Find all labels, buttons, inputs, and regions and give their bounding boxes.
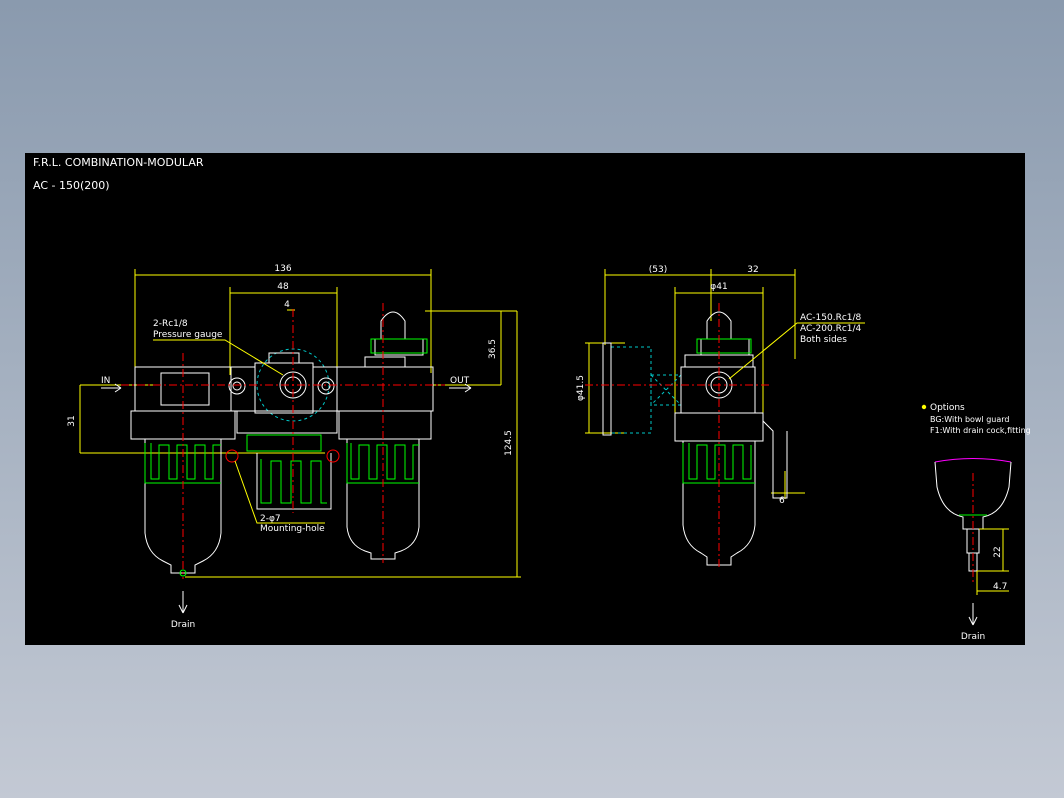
side-view: (53) 32 φ41 φ41.5 6 xyxy=(576,265,865,569)
port-out-label: OUT xyxy=(450,376,470,386)
mount-hole-label: 2-φ7 xyxy=(260,514,281,524)
bowl-cap-line xyxy=(934,458,1012,463)
front-dimension-lines xyxy=(79,269,521,578)
side-port-note-3: Both sides xyxy=(800,335,847,345)
drawing-title: F.R.L. COMBINATION-MODULAR xyxy=(33,156,204,169)
option-drain-arrow-icon xyxy=(968,603,978,626)
cad-drawing: F.R.L. COMBINATION-MODULAR AC - 150(200)… xyxy=(33,156,1031,642)
mount-leader xyxy=(234,460,325,524)
side-dim-bracket: 6 xyxy=(779,496,785,506)
option-dimension-lines xyxy=(976,528,1009,595)
drain-label: Drain xyxy=(171,620,195,630)
gauge-port-desc: Pressure gauge xyxy=(153,330,223,340)
dim-height-inlet: 31 xyxy=(67,415,77,426)
side-port-note-2: AC-200.Rc1/4 xyxy=(800,324,862,334)
side-body-outline xyxy=(602,311,788,566)
front-body-outline xyxy=(130,311,434,574)
front-bowl-fins xyxy=(144,338,428,504)
dim-width-regulator: 48 xyxy=(277,282,289,292)
front-center-lines xyxy=(121,303,445,579)
out-arrow-icon xyxy=(449,383,472,393)
option-dim-height: 22 xyxy=(993,546,1003,557)
side-port-leader xyxy=(728,322,865,380)
side-port-note-1: AC-150.Rc1/8 xyxy=(800,313,862,323)
dim-height-top: 36.5 xyxy=(488,339,498,359)
side-gauge-outline xyxy=(610,346,682,434)
side-center-lines xyxy=(585,303,769,569)
drain-fitting xyxy=(179,569,187,577)
model-label: AC - 150(200) xyxy=(33,179,110,192)
mount-hole-desc: Mounting-hole xyxy=(260,524,325,534)
dim-gauge-offset: 4 xyxy=(284,300,290,310)
drain-arrow-icon xyxy=(178,591,188,614)
options-f1: F1:With drain cock,fitting xyxy=(930,426,1031,435)
gauge-port-label: 2-Rc1/8 xyxy=(153,319,188,329)
options-bg: BG:With bowl guard xyxy=(930,415,1010,424)
front-view: 136 48 4 36.5 124.5 31 xyxy=(67,264,521,630)
side-dim-gauge-dia: φ41.5 xyxy=(576,375,586,401)
option-drain-label: Drain xyxy=(961,632,985,642)
side-dim-body-dia: φ41 xyxy=(710,282,727,292)
side-dim-right: 32 xyxy=(747,265,758,275)
in-arrow-icon xyxy=(101,383,122,393)
options-detail: Options BG:With bowl guard F1:With drain… xyxy=(921,403,1031,642)
option-dim-width: 4.7 xyxy=(993,582,1007,592)
port-in-label: IN xyxy=(101,376,110,386)
dim-width-total: 136 xyxy=(274,264,291,274)
side-dim-left: (53) xyxy=(649,265,667,275)
options-bullet-icon xyxy=(921,404,927,410)
side-dimension-lines xyxy=(585,269,805,499)
cad-drawing-canvas: F.R.L. COMBINATION-MODULAR AC - 150(200)… xyxy=(25,153,1031,645)
options-heading: Options xyxy=(930,403,965,413)
dim-height-total: 124.5 xyxy=(504,430,514,456)
side-bowl-fins xyxy=(682,338,755,484)
gauge-leader xyxy=(153,339,284,376)
